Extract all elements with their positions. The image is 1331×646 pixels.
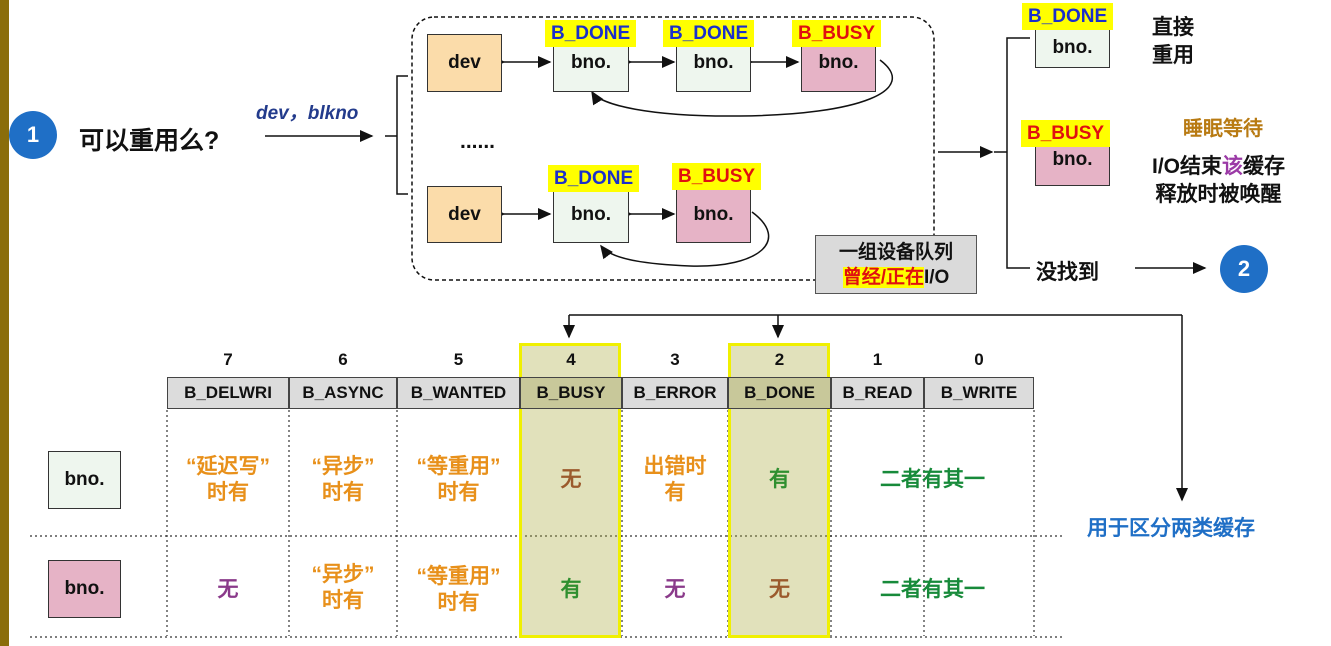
header-b-done: B_DONE: [728, 377, 831, 409]
buffer-box: bno.: [676, 186, 751, 243]
step-2-badge: 2: [1220, 245, 1268, 293]
queue-note-io: I/O: [923, 267, 950, 288]
queue-note-line1: 一组设备队列: [838, 242, 953, 263]
step-1-badge: 1: [9, 111, 57, 159]
dev-box: dev: [427, 186, 502, 243]
cell-text: 时有: [322, 481, 364, 504]
reuse-line1: 直接: [1152, 16, 1194, 39]
wake-line2: 释放时被唤醒: [1155, 183, 1282, 206]
bit-number: 6: [338, 350, 348, 369]
queue-note-line2: 曾经/正在I/O: [816, 265, 976, 290]
cell-text: 出错时: [643, 455, 707, 478]
cell-r2-delwri: 无: [217, 578, 239, 601]
cell-text: “异步”: [311, 455, 375, 478]
cell-r1-error: 出错时有: [622, 448, 728, 512]
input-label: dev，blkno: [256, 103, 359, 124]
queue-note-highlight: 曾经/正在: [842, 267, 924, 288]
left-accent-bar: [0, 0, 9, 646]
not-found-text: 没找到: [1036, 261, 1099, 284]
cell-text: 时有: [207, 481, 249, 504]
bit-number: 2: [774, 350, 785, 369]
tag-b-done: B_DONE: [1022, 3, 1114, 30]
cell-text: “等重用”: [416, 455, 501, 478]
cell-r1-read-write: 二者有其一: [880, 468, 985, 491]
bit-number: 4: [566, 350, 576, 369]
header-b-delwri: B_DELWRI: [167, 377, 289, 409]
ellipsis: ......: [460, 130, 496, 153]
cell-r2-read-write: 二者有其一: [880, 578, 985, 601]
tag-b-done: B_DONE: [548, 165, 640, 192]
cell-r2-async: “异步” 时有: [289, 556, 397, 620]
header-b-busy: B_BUSY: [520, 377, 622, 409]
bit-number: 7: [223, 350, 233, 369]
cell-text: “异步”: [311, 563, 375, 586]
cell-r1-wanted: “等重用” 时有: [397, 448, 520, 512]
tag-b-busy: B_BUSY: [792, 20, 882, 47]
cell-r2-busy: 有: [560, 578, 582, 601]
header-b-read: B_READ: [831, 377, 924, 409]
cell-r2-done: 无: [769, 578, 790, 601]
tag-b-busy: B_BUSY: [1021, 120, 1111, 147]
row-label-done-buffer: bno.: [48, 451, 121, 509]
cell-text: 时有: [437, 591, 480, 614]
dev-box: dev: [427, 34, 502, 92]
cell-r1-busy: 无: [560, 468, 582, 491]
header-b-wanted: B_WANTED: [397, 377, 520, 409]
reuse-text: 直接 重用: [1152, 14, 1194, 70]
wake-part-b: 该: [1222, 155, 1244, 178]
bit-number: 0: [974, 350, 984, 369]
question-text: 可以重用么?: [79, 127, 220, 155]
cell-r2-error: 无: [664, 578, 686, 601]
header-b-error: B_ERROR: [622, 377, 728, 409]
queue-note: 一组设备队列 曾经/正在I/O: [815, 235, 977, 294]
sleep-text: 睡眠等待: [1183, 118, 1263, 140]
buffer-box: bno.: [553, 186, 629, 243]
cell-text: 有: [664, 481, 686, 504]
wake-part-a: I/O结束: [1152, 155, 1223, 178]
tag-b-done: B_DONE: [545, 20, 637, 47]
cell-r1-done: 有: [769, 468, 790, 491]
cell-r2-wanted: “等重用” 时有: [397, 558, 520, 622]
bit-number: 3: [670, 350, 680, 369]
tag-b-done: B_DONE: [663, 20, 755, 47]
wake-line1: I/O结束该缓存: [1152, 153, 1285, 181]
distinguish-label: 用于区分两类缓存: [1087, 517, 1255, 540]
cell-text: 时有: [322, 589, 364, 612]
tag-b-busy: B_BUSY: [672, 163, 762, 190]
header-b-async: B_ASYNC: [289, 377, 397, 409]
cell-text: “等重用”: [416, 565, 501, 588]
cell-r1-async: “异步” 时有: [289, 448, 397, 512]
cell-text: 时有: [437, 481, 480, 504]
cell-r1-delwri: “延迟写” 时有: [167, 448, 289, 512]
bit-number: 1: [872, 350, 883, 369]
row-label-busy-buffer: bno.: [48, 560, 121, 618]
cell-text: “延迟写”: [186, 455, 270, 478]
header-b-write: B_WRITE: [924, 377, 1034, 409]
wake-text: I/O结束该缓存 释放时被唤醒: [1152, 153, 1285, 209]
reuse-line2: 重用: [1152, 44, 1194, 67]
wake-part-c: 缓存: [1243, 155, 1286, 178]
bit-number: 5: [453, 350, 464, 369]
